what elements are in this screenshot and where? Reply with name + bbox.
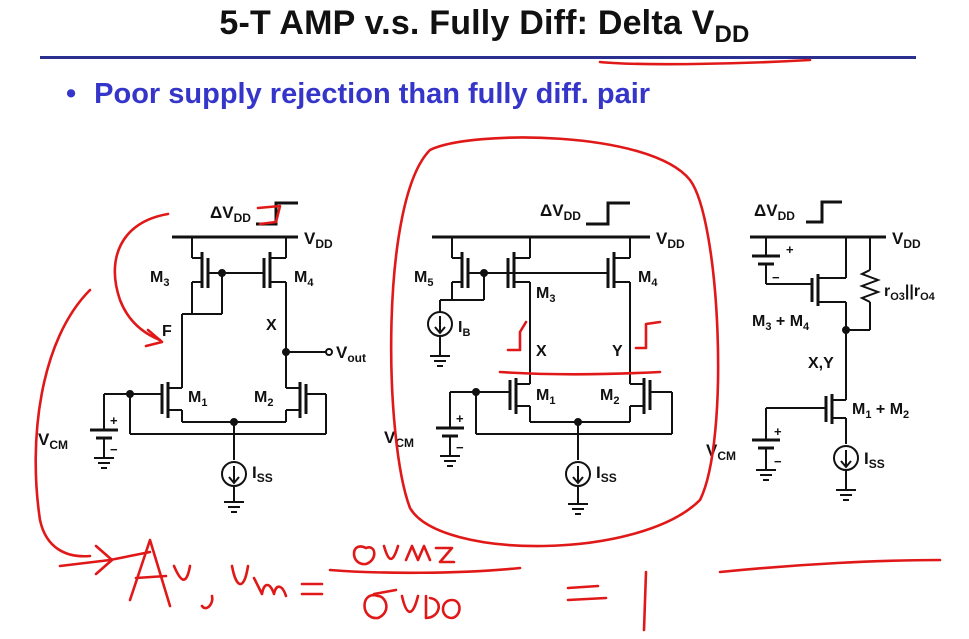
formula-vcm [230,564,288,598]
mid-vdd-label: VDD [656,229,685,251]
mid-m1-label: M1 [536,387,555,407]
formula-A [128,538,172,608]
left-vdd-label: VDD [304,229,333,251]
mid-node-y-label: Y [612,343,623,360]
half-circuit-model [750,200,886,501]
formula-arrow-line [58,550,152,568]
right-vdd-label: VDD [892,229,921,251]
left-node-f-label: F [162,323,172,340]
right-vcm-minus: − [774,454,782,469]
title-underline [40,56,916,59]
bullet-item: • Poor supply rejection than fully diff. … [66,78,650,111]
right-ro-label: rO3||rO4 [884,283,936,303]
mid-vcm-minus: − [456,440,464,455]
middle-circle-highlight [389,136,720,548]
handwritten-annotations [34,58,942,632]
formula-fraction-bar [328,566,522,575]
left-vcm-label: VCM [38,430,68,452]
mid-ib-label: IB [458,319,470,339]
formula-numerator [352,544,456,566]
left-vcm-plus: + [110,413,118,428]
left-arrowhead [144,328,164,348]
left-m2-label: M2 [254,389,273,409]
right-node-xy-label: X,Y [808,355,834,372]
mid-node-x-label: X [536,343,547,360]
y-node-step-ink [634,320,662,350]
left-step-ink [256,204,282,226]
title-ink-underline [598,58,812,66]
left-vcm-minus: − [110,442,118,457]
left-m3-label: M3 [150,269,169,289]
formula-arrowhead [94,544,114,576]
mid-m2-label: M2 [600,387,619,407]
left-iss-label: ISS [252,463,273,485]
mid-vcm-plus: + [456,411,464,426]
formula-one [642,570,648,632]
right-battery-plus: + [786,242,794,257]
xy-underline-ink [498,370,662,376]
formula-trailing-line [718,558,942,574]
bullet-text: Poor supply rejection than fully diff. p… [94,78,651,110]
slide-title: 5-T AMP v.s. Fully Diff: Delta VDD [0,4,969,49]
right-delta-vdd-label: ΔVDD [754,201,795,223]
mid-iss-label: ISS [596,463,617,485]
formula-comma [200,594,214,610]
left-m1-label: M1 [188,389,207,409]
middle-circuit-labels: ΔVDD VDD M5 M3 M4 IB X Y M1 M2 VCM + − I… [384,201,685,485]
mid-m5-label: M5 [414,269,433,289]
bullet-dot-icon: • [66,78,77,110]
right-vcm-plus: + [774,424,782,439]
left-m4-label: M4 [294,269,314,289]
right-m1-m2-label: M1 + M2 [852,401,909,421]
right-m3-m4-label: M3 + M4 [752,313,810,333]
five-transistor-amp-circuit [90,201,333,513]
left-circuit-labels: ΔVDD VDD M3 M4 F X Vout M1 M2 VCM + − IS… [38,203,366,485]
mid-m4-label: M4 [638,269,658,289]
formula-v [172,564,192,581]
formula-denominator [363,588,461,620]
left-delta-vdd-label: ΔVDD [210,203,251,225]
left-vout-label: Vout [336,343,366,365]
fully-diff-circuit [427,201,673,515]
mid-delta-vdd-label: ΔVDD [540,201,581,223]
right-battery-minus: − [772,270,780,285]
mid-vcm-label: VCM [384,428,414,450]
left-node-x-label: X [266,317,277,334]
left-bracket-curve [34,288,92,558]
title-text: 5-T AMP v.s. Fully Diff: Delta V [219,4,715,42]
left-feedback-arrow [113,212,170,342]
right-iss-label: ISS [864,449,885,471]
right-circuit-labels: ΔVDD VDD + − rO3||rO4 M3 + M4 X,Y M1 + M… [706,201,936,471]
formula-equals [300,582,324,596]
mid-m3-label: M3 [536,285,555,305]
formula-approx [566,584,608,602]
x-node-step-ink [506,320,528,352]
title-subscript: DD [714,21,750,48]
